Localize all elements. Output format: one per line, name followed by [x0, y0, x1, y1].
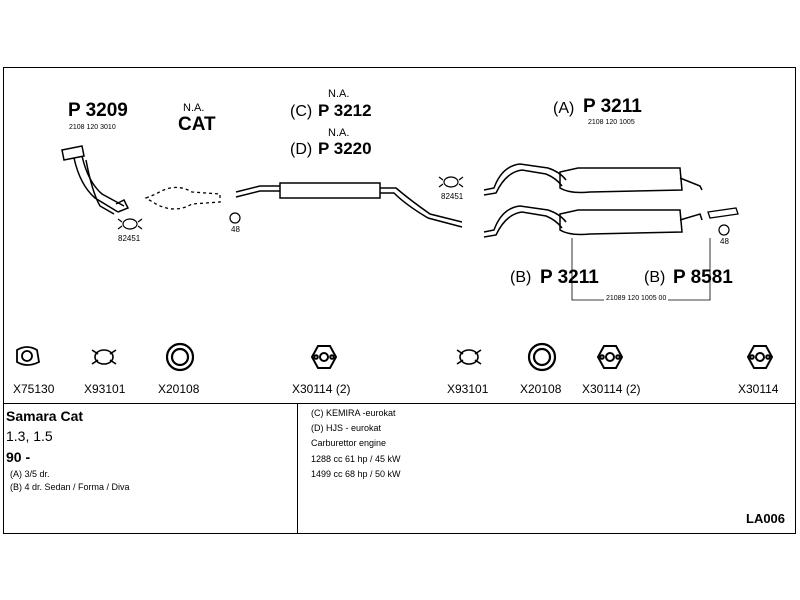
ring-icon [527, 342, 557, 372]
accessory-code: X20108 [158, 382, 200, 396]
p8581-letter: (B) [644, 269, 666, 286]
gasket-icon [16, 346, 40, 366]
p3220-na-label: N.A. [328, 127, 350, 139]
vehicle-year: 90 - [6, 449, 31, 465]
accessory-code: X20108 [520, 382, 562, 396]
ring-left-number: 48 [231, 225, 240, 234]
p3212-na-label: N.A. [328, 88, 350, 100]
info-line: 1288 cc 61 hp / 45 kW [311, 454, 401, 464]
part-code-p8581: P 8581 [673, 267, 733, 288]
accessory-code: X30114 (2) [582, 382, 641, 396]
accessory-code: X93101 [447, 382, 489, 396]
small-ring-right-drawing [718, 224, 730, 236]
diagram-code: LA006 [746, 511, 786, 526]
small-clamp-left-drawing [117, 218, 143, 230]
rear-silencer-b-drawing [483, 205, 703, 238]
part-number-p3211a: 2108 120 1005 [588, 119, 635, 126]
part-code-p3212: P 3212 [318, 101, 372, 120]
rubber-mount-icon [746, 345, 774, 369]
p3211a-letter: (A) [553, 100, 575, 117]
divider-vertical [297, 403, 298, 534]
ring-icon [165, 342, 195, 372]
part-code-p3211b: P 3211 [540, 267, 599, 288]
vehicle-note: (A) 3/5 dr. [10, 469, 50, 479]
ring-right-number: 48 [720, 237, 729, 246]
vehicle-engine: 1.3, 1.5 [6, 428, 53, 444]
info-line: (C) KEMIRA -eurokat [311, 408, 396, 418]
info-line: 1499 cc 68 hp / 50 kW [311, 469, 401, 479]
part-code-p3211a: P 3211 [583, 96, 642, 117]
divider-horizontal [3, 403, 796, 404]
part-code-p3220: P 3220 [318, 139, 372, 158]
rubber-mount-icon [310, 345, 338, 369]
small-clamp-mid-drawing [438, 176, 464, 188]
p3212-letter: (C) [290, 103, 313, 120]
vehicle-note: (B) 4 dr. Sedan / Forma / Diva [10, 482, 130, 492]
info-line: Carburettor engine [311, 438, 387, 448]
vehicle-model: Samara Cat [6, 408, 84, 424]
part-code-p3209: P 3209 [68, 100, 128, 121]
clamp-mid-number: 82451 [441, 192, 464, 201]
rubber-mount-icon [596, 345, 624, 369]
front-pipe-drawing [61, 145, 130, 215]
tail-pipe-drawing [707, 207, 739, 219]
accessory-code: X30114 (2) [292, 382, 351, 396]
clamp-icon [91, 349, 117, 365]
clamp-left-number: 82451 [118, 234, 141, 243]
diagram-frame [3, 67, 796, 534]
catalyst-drawing [144, 186, 221, 210]
part-number-p3209: 2108 120 3010 [69, 124, 116, 131]
p3211b-letter: (B) [510, 269, 532, 286]
part-number-b: 21089 120 1005 00 [604, 295, 669, 302]
cat-label: CAT [178, 114, 216, 135]
accessory-code: X75130 [13, 382, 55, 396]
accessory-code: X30114 [738, 382, 779, 396]
rear-silencer-a-drawing [483, 163, 703, 196]
info-line: (D) HJS - eurokat [311, 423, 382, 433]
accessory-code: X93101 [84, 382, 126, 396]
clamp-icon [456, 349, 482, 365]
p3220-letter: (D) [290, 141, 313, 158]
middle-silencer-drawing [235, 182, 463, 228]
small-ring-left-drawing [229, 212, 241, 224]
cat-na-label: N.A. [183, 102, 205, 114]
